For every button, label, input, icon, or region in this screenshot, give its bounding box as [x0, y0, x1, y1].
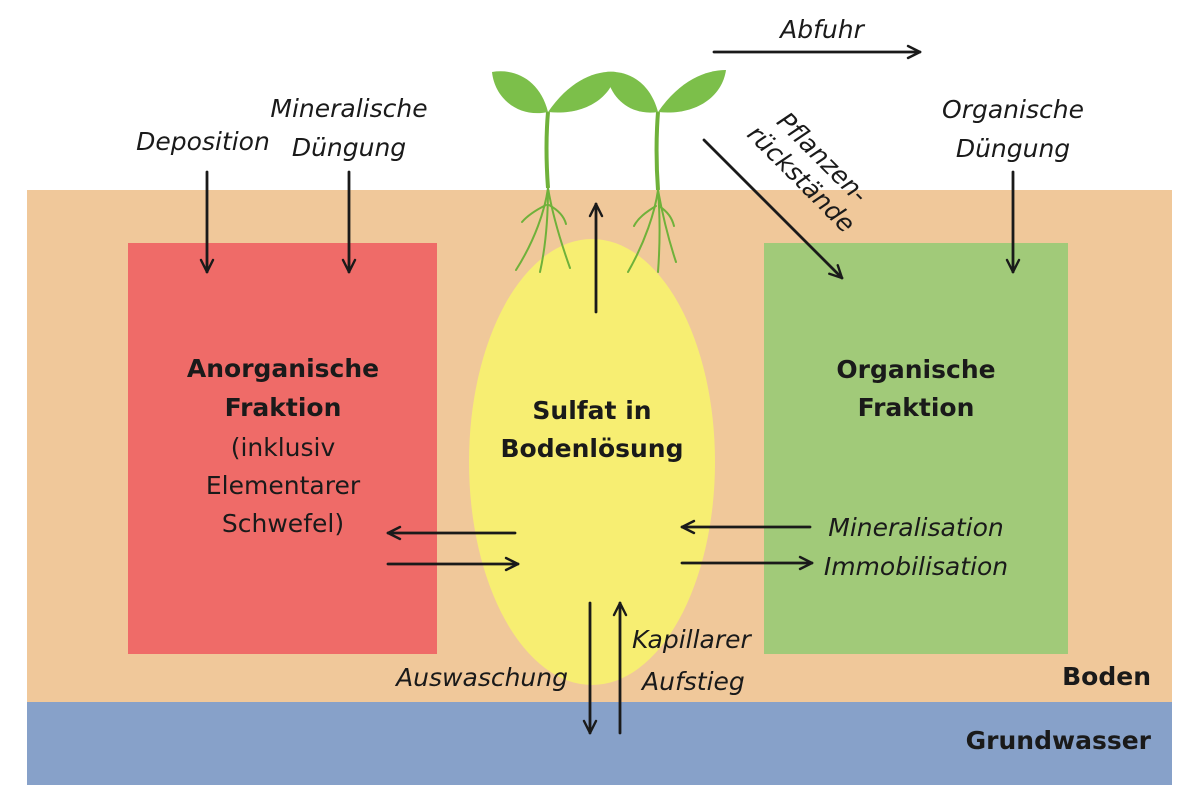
abfuhr-label: Abfuhr: [778, 15, 865, 44]
seedling-left-icon: [492, 71, 616, 273]
deposition-label: Deposition: [136, 127, 270, 156]
sulfate-solution-ellipse: [469, 239, 715, 685]
seedling-left-stem: [544, 111, 550, 189]
organic-fraction-title-line1: Organische: [836, 355, 995, 384]
inorganic-fraction-title-line2: Fraktion: [225, 393, 342, 422]
inorganic-fraction-note-line3: Schwefel): [222, 509, 344, 538]
mineralisation-label: Mineralisation: [828, 513, 1003, 542]
seedling-right-leaf-right: [658, 70, 726, 113]
seedling-right-icon: [606, 70, 726, 273]
seedling-right-leaf-left: [606, 71, 658, 113]
inorganic-fraction-box: [128, 243, 437, 654]
groundwater-layer-label: Grundwasser: [966, 726, 1152, 755]
sulfate-title-line1: Sulfat in: [532, 396, 651, 425]
sulfate-title-line2: Bodenlösung: [501, 434, 684, 463]
seedling-left-leaf-right: [548, 71, 616, 113]
inorganic-fraction-note-line2: Elementarer: [206, 471, 361, 500]
leaching-label: Auswaschung: [394, 663, 568, 692]
groundwater-layer: [27, 702, 1172, 785]
organic-fertilization-label-line2: Düngung: [956, 134, 1070, 163]
inorganic-fraction-note-line1: (inklusiv: [231, 433, 336, 462]
mineral-fertilization-label-line2: Düngung: [292, 133, 406, 162]
inorganic-fraction-title-line1: Anorganische: [187, 354, 379, 383]
organic-fraction-box: [764, 243, 1068, 654]
mineral-fertilization-label-line1: Mineralische: [270, 94, 427, 123]
organic-fertilization-label-line1: Organische: [942, 95, 1084, 124]
immobilisation-label: Immobilisation: [824, 552, 1008, 581]
plant-residues-arrow: [702, 138, 844, 280]
seedling-right-stem: [654, 111, 660, 191]
organic-fraction-title-line2: Fraktion: [858, 393, 975, 422]
seedling-left-leaf-left: [492, 71, 548, 114]
soil-layer-label: Boden: [1062, 662, 1151, 691]
capillary-rise-label-line1: Kapillarer: [632, 625, 753, 654]
capillary-rise-label-line2: Aufstieg: [640, 667, 745, 696]
